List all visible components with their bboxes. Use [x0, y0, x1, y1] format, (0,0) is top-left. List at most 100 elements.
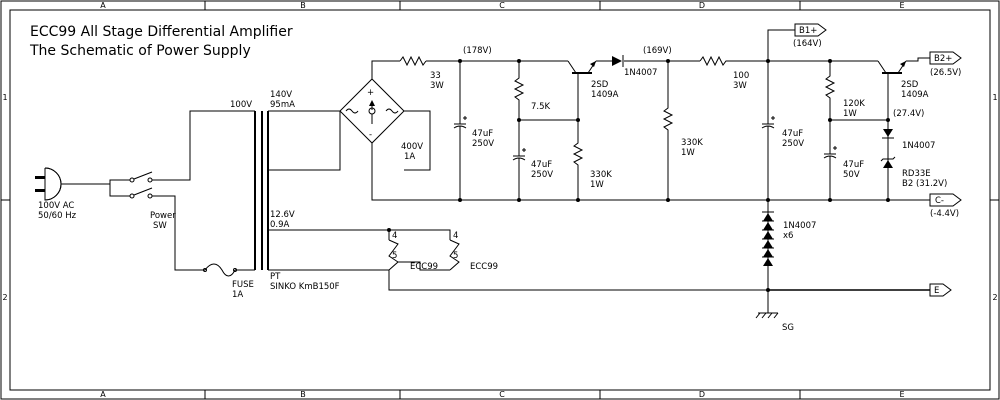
wire-switch-top — [152, 110, 255, 181]
capacitor-c2-symbol — [512, 120, 526, 200]
zone-col-bottom-e: E — [899, 390, 904, 399]
c1-value-label: 47uF — [472, 129, 493, 139]
c4-voltage-label: 50V — [843, 170, 860, 180]
b2-voltage-label: (26.5V) — [930, 68, 961, 78]
tube-heater-1-symbol — [388, 239, 399, 271]
power-switch-label: Power — [150, 211, 176, 221]
e-output-tag: E — [929, 283, 952, 297]
wire-b1-tap — [767, 29, 795, 61]
bridge-voltage-label: 400V — [401, 142, 423, 152]
zone-col-top-d: D — [699, 1, 705, 10]
power-switch-symbol — [129, 171, 153, 199]
secondary-hv-voltage-label: 140V — [270, 90, 292, 100]
zone-row-left-1: 1 — [2, 93, 7, 102]
tube2-pin4-label: 4 — [453, 231, 458, 241]
c4-value-label: 47uF — [843, 160, 864, 170]
b2-output-tag: B2+ — [929, 51, 962, 65]
schematic-subtitle: The Schematic of Power Supply — [29, 43, 251, 59]
r3-watt-label: 1W — [590, 180, 604, 190]
r4-watt-label: 1W — [681, 148, 695, 158]
tube1-name-label: ECC99 — [410, 262, 438, 272]
bridge-plus-label: + — [367, 88, 374, 98]
wire-hv-secondary — [268, 110, 431, 171]
c3-value-label: 47uF — [782, 129, 803, 139]
c3-voltage-label: 250V — [782, 139, 804, 149]
q1-part-label: 1409A — [591, 90, 619, 100]
capacitor-c3-symbol — [761, 61, 775, 200]
resistor-r2-symbol — [513, 61, 525, 120]
zone-col-bottom-c: C — [499, 390, 505, 399]
r3-value-label: 330K — [590, 170, 612, 180]
zone-row-right-2: 2 — [992, 293, 997, 302]
diode-stack-symbol — [762, 211, 774, 266]
fuse-label: FUSE — [232, 280, 254, 290]
secondary-lv-current-label: 0.9A — [270, 220, 290, 230]
node-178v-label: (178V) — [463, 46, 492, 56]
b1-tag-label: B1+ — [799, 26, 817, 36]
c2-value-label: 47uF — [531, 160, 552, 170]
r1-value-label: 33 — [430, 71, 441, 81]
c-minus-output-tag: C- — [929, 193, 962, 207]
c-minus-tag-label: C- — [935, 196, 944, 206]
zone-row-right-1: 1 — [992, 93, 997, 102]
bridge-minus-label: - — [369, 130, 372, 140]
zone-col-top-b: B — [300, 1, 306, 10]
wire-ac-in — [61, 179, 130, 197]
signal-ground-symbol — [755, 290, 779, 319]
secondary-lv-voltage-label: 12.6V — [270, 210, 295, 220]
node-27-4v-label: (27.4V) — [893, 109, 924, 119]
tube2-name-label: ECC99 — [470, 262, 498, 272]
schematic-title: ECC99 All Stage Differential Amplifier — [30, 24, 293, 40]
zone-col-bottom-b: B — [300, 390, 306, 399]
node-169v-label: (169V) — [643, 46, 672, 56]
d1-part-label: 1N4007 — [624, 68, 657, 78]
tube2-pin5-label: 5 — [453, 251, 458, 261]
r6-value-label: 120K — [843, 99, 865, 109]
capacitor-c1-symbol — [453, 61, 467, 200]
r5-watt-label: 3W — [733, 81, 747, 91]
zone-col-top-c: C — [499, 1, 505, 10]
e-tag-label: E — [934, 286, 939, 296]
capacitor-c4-symbol — [823, 120, 837, 200]
r5-value-label: 100 — [733, 71, 749, 81]
c2-voltage-label: 250V — [531, 170, 553, 180]
power-switch-label-2: SW — [153, 221, 167, 231]
q2-part-label: 1409A — [901, 90, 929, 100]
wire-heater-series — [398, 261, 450, 271]
wire-bridge-plus — [371, 60, 400, 79]
zone-row-left-2: 2 — [2, 293, 7, 302]
q1-name-label: 2SD — [591, 80, 609, 90]
pt-label: PT — [270, 272, 281, 282]
zener-diode-symbol — [880, 156, 896, 168]
zone-col-bottom-a: A — [100, 390, 106, 399]
secondary-hv-current-label: 95mA — [270, 100, 295, 110]
zone-col-top-a: A — [100, 1, 106, 10]
resistor-r5-symbol — [699, 55, 730, 67]
diode-stack-count-label: x6 — [783, 231, 793, 241]
wire-b2-out — [906, 57, 930, 62]
diode-d1-symbol — [612, 55, 624, 67]
fuse-rating-label: 1A — [232, 290, 243, 300]
resistor-r1-symbol — [399, 55, 427, 67]
ac-input-frequency-label: 50/60 Hz — [38, 211, 77, 221]
r6-watt-label: 1W — [843, 109, 857, 119]
q2-name-label: 2SD — [901, 80, 919, 90]
zener-part-label: RD33E — [902, 169, 931, 179]
transistor-q2-symbol — [877, 60, 907, 120]
wire-switch-bottom — [152, 195, 205, 271]
power-transformer-symbol — [254, 111, 269, 270]
tube1-pin5-label: 5 — [392, 251, 397, 261]
diode-stack-part-label: 1N4007 — [783, 221, 816, 231]
d2-part-label: 1N4007 — [902, 141, 935, 151]
zener-voltage-label: B2 (31.2V) — [902, 179, 947, 189]
zone-col-bottom-d: D — [699, 390, 705, 399]
r2-value-label: 7.5K — [531, 102, 551, 112]
ac-input-voltage-label: 100V AC — [38, 201, 74, 211]
r4-value-label: 330K — [681, 138, 703, 148]
resistor-r4-symbol — [662, 61, 674, 200]
zone-col-top-e: E — [899, 1, 904, 10]
b1-voltage-label: (164V) — [793, 39, 822, 49]
